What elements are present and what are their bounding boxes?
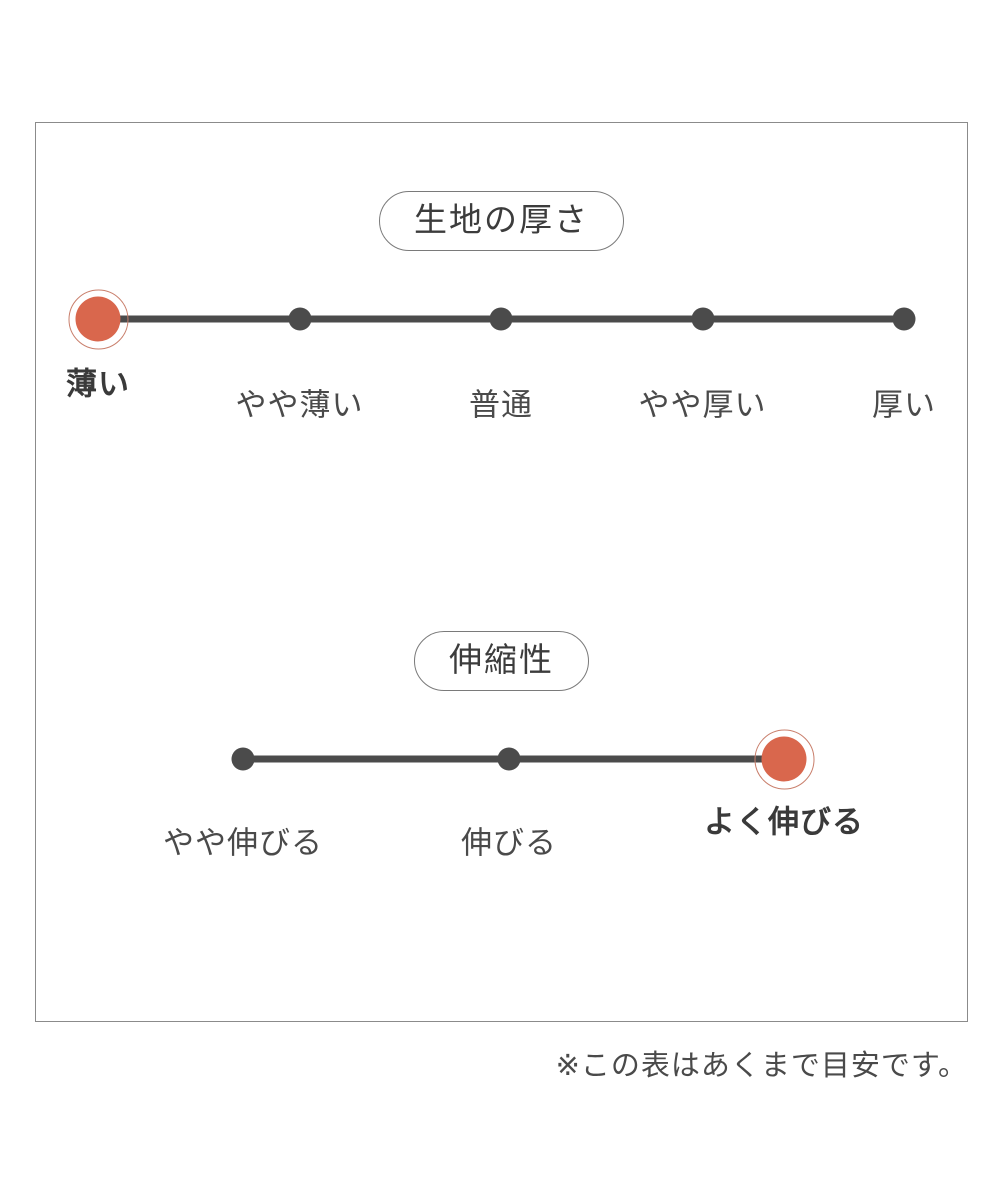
scale-track-thickness: 薄い やや薄い 普通 やや厚い 厚い xyxy=(36,289,967,459)
scale-section-stretch: 伸縮性 やや伸びる 伸びる よく伸びる xyxy=(36,631,967,899)
pill-wrap-stretch: 伸縮性 xyxy=(36,631,967,692)
scale-dot-icon xyxy=(288,307,311,331)
scale-label-stretch-2: 伸びる xyxy=(461,825,557,861)
scale-track-stretch: やや伸びる 伸びる よく伸びる xyxy=(36,729,967,899)
footnote-disclaimer: ※この表はあくまで目安です。 xyxy=(555,1050,968,1082)
section-header-thickness: 生地の厚さ xyxy=(379,191,624,252)
scale-label-thickness-2: やや薄い xyxy=(235,387,364,423)
scale-section-thickness: 生地の厚さ 薄い やや薄い 普通 やや厚い xyxy=(36,191,967,459)
scale-node-stretch-3[interactable]: よく伸びる xyxy=(704,729,863,840)
scale-node-thickness-2[interactable]: やや薄い xyxy=(236,307,363,423)
scale-node-thickness-4[interactable]: やや厚い xyxy=(639,307,766,423)
scale-dot-icon xyxy=(497,747,521,771)
scale-node-thickness-3[interactable]: 普通 xyxy=(469,307,532,423)
scale-dot-icon xyxy=(691,307,714,331)
scale-label-stretch-3: よく伸びる xyxy=(704,804,864,840)
spec-card: 生地の厚さ 薄い やや薄い 普通 やや厚い xyxy=(35,122,968,1022)
scale-label-stretch-1: やや伸びる xyxy=(163,825,323,861)
scale-label-thickness-1: 薄い xyxy=(66,366,130,402)
scale-node-stretch-1[interactable]: やや伸びる xyxy=(163,747,322,861)
active-ring-icon xyxy=(68,289,128,350)
scale-label-thickness-5: 厚い xyxy=(872,387,936,423)
scale-dot-icon xyxy=(489,307,513,331)
scale-label-thickness-3: 普通 xyxy=(469,387,533,423)
section-header-stretch: 伸縮性 xyxy=(414,631,589,692)
scale-node-thickness-5[interactable]: 厚い xyxy=(872,307,935,423)
scale-label-thickness-4: やや厚い xyxy=(638,387,767,423)
pill-wrap-thickness: 生地の厚さ xyxy=(36,191,967,252)
scale-dot-icon xyxy=(231,747,255,771)
scale-node-thickness-1[interactable]: 薄い xyxy=(66,289,129,402)
active-ring-icon xyxy=(754,729,814,790)
scale-dot-icon xyxy=(892,307,916,331)
scale-node-stretch-2[interactable]: 伸びる xyxy=(461,747,556,861)
